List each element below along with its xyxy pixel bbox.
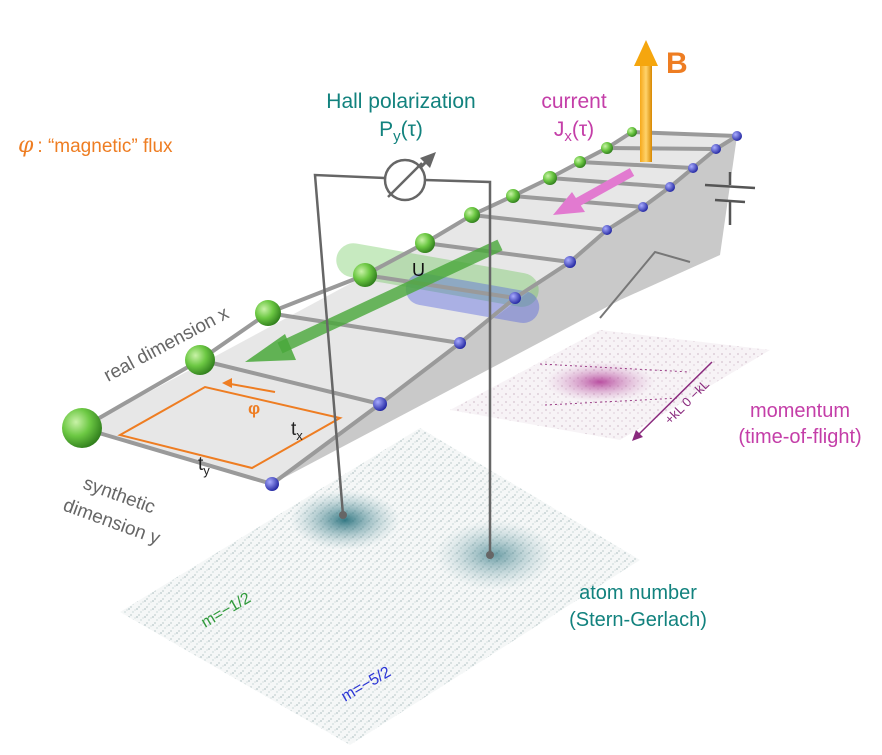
plaquette [117,378,343,470]
atom-cloud-m-1-2 [290,490,400,550]
current-symbol: Jx(τ) [554,118,594,145]
blue-atoms [265,131,742,491]
momentum-title: momentum [750,400,850,422]
stern-gerlach-image: m=−1/2 m=−5/2 [120,428,640,745]
magnetic-field-label: B [666,47,688,80]
hall-circuit [313,156,492,555]
green-atoms [62,127,637,448]
real-dimension-arrow [245,239,503,362]
battery-icon [704,172,756,225]
ty-label: ty [198,454,210,478]
flux-label: φ: “magnetic” flux [18,133,173,158]
plaquette-flux-label: φ [248,399,260,418]
magnetic-field-arrow [634,40,658,162]
hall-polarization-title: Hall polarization [326,90,475,113]
voltmeter-icon [383,158,427,202]
atom-number-subtitle: (Stern-Gerlach) [569,609,707,631]
current-arrow [553,168,635,215]
current-title: current [541,90,607,113]
atom-number-title: atom number [579,582,697,604]
interaction-label: U [412,260,425,280]
meter-arrow-icon [420,152,436,168]
tx-label: tx [291,419,303,443]
atom-cloud-m-5-2 [435,520,555,590]
momentum-axis [635,361,713,438]
momentum-subtitle: (time-of-flight) [738,426,861,448]
hall-polarization-symbol: Py(τ) [379,118,423,145]
